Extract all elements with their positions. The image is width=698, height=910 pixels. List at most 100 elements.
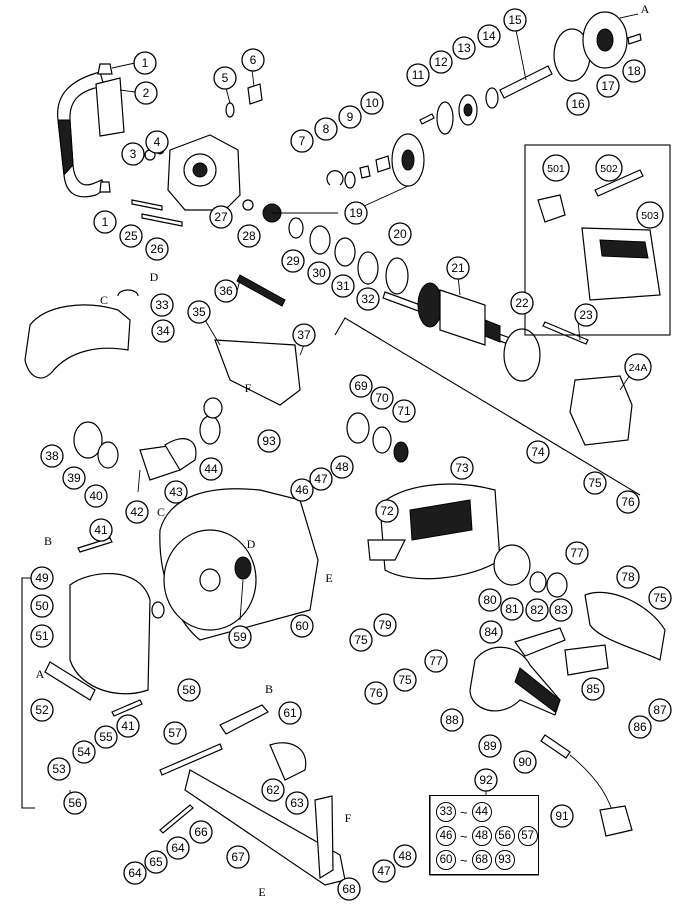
callout-circle	[648, 586, 672, 610]
callout-5: 5	[213, 66, 237, 90]
dust-duct-34	[24, 304, 131, 379]
callout-circle	[373, 613, 397, 637]
callout-circle	[337, 877, 361, 901]
callout-19: 19	[344, 201, 368, 225]
callout-77a: 77	[565, 541, 589, 565]
callout-number: 63	[290, 796, 304, 810]
callout-circle	[349, 374, 373, 398]
pin-66	[159, 804, 194, 834]
lead-37	[299, 344, 305, 356]
callout-number: 81	[505, 602, 519, 616]
reference-letter-f: F	[245, 381, 252, 395]
callout-48b: 48	[393, 844, 417, 868]
callout-circle	[393, 668, 417, 692]
callout-circle	[145, 237, 169, 261]
gear-69	[346, 412, 370, 444]
brush-cap-72	[367, 539, 406, 561]
callout-90: 90	[513, 750, 537, 774]
callout-number: 39	[67, 471, 81, 485]
lead-19	[272, 185, 409, 214]
frame-right-71-76	[334, 317, 641, 496]
callout-64b: 64	[166, 836, 190, 860]
callout-4: 4	[145, 130, 169, 154]
callout-81: 81	[500, 597, 524, 621]
callout-number: 40	[89, 489, 103, 503]
callout-51: 51	[30, 624, 54, 648]
callout-75d: 75	[393, 668, 417, 692]
callout-number: 24A	[629, 362, 648, 374]
callout-44: 44	[199, 457, 223, 481]
lead-23	[577, 321, 581, 341]
callout-8: 8	[314, 117, 338, 141]
callout-number: 54	[77, 745, 91, 759]
washer-14	[485, 87, 499, 109]
callout-circle	[648, 698, 672, 722]
callout-number: 34	[156, 324, 170, 338]
legend-to: 44	[471, 802, 492, 822]
lead-A	[619, 13, 639, 19]
callout-circle	[84, 484, 108, 508]
callout-circle	[30, 594, 54, 618]
callout-circle	[338, 105, 362, 129]
callout-number: 85	[586, 682, 600, 696]
callout-76a: 76	[616, 490, 640, 514]
legend-row-2: 46 ~ 48 56 57	[436, 826, 538, 846]
plate-20	[385, 257, 409, 295]
part-92-set-legend: 33 ~ 44 46 ~ 48 56 57 60 ~ 68 93	[429, 795, 539, 875]
lower-guard	[69, 572, 151, 695]
callout-circle	[47, 757, 71, 781]
callout-42: 42	[125, 500, 149, 524]
callout-number: 27	[214, 210, 228, 224]
handle-grip	[57, 119, 74, 177]
bolt-1-top	[97, 63, 113, 75]
callout-7: 7	[290, 129, 314, 153]
callout-number: 87	[653, 703, 667, 717]
callout-circle	[440, 708, 464, 732]
callout-87: 87	[648, 698, 672, 722]
callout-circle	[151, 319, 175, 343]
lead-1a	[111, 62, 136, 69]
handle-bracket	[95, 77, 125, 137]
legend-from: 46	[436, 826, 456, 846]
stator-24A	[569, 375, 633, 446]
callout-circle	[187, 300, 211, 324]
callout-number: 20	[393, 227, 407, 241]
callout-52: 52	[30, 698, 54, 722]
callout-number: 18	[627, 64, 641, 78]
callout-31: 31	[331, 274, 355, 298]
callout-circle	[549, 598, 573, 622]
callout-number: 48	[398, 849, 412, 863]
ring-44	[199, 415, 221, 445]
gear-71	[393, 441, 409, 463]
flange-59	[234, 556, 252, 580]
reference-letter-b: B	[44, 534, 52, 548]
callout-55: 55	[94, 725, 118, 749]
callout-80: 80	[478, 588, 502, 612]
part-drawings	[24, 11, 666, 886]
callout-circle	[292, 323, 316, 347]
legend-row-1: 33 ~ 44	[436, 802, 492, 822]
callout-47a: 47	[309, 467, 333, 491]
callout-circle	[526, 440, 550, 464]
callout-circle	[209, 205, 233, 229]
callout-number: 30	[312, 266, 326, 280]
callout-number: 28	[242, 229, 256, 243]
callout-1a: 1	[133, 51, 157, 75]
reference-letter-f: F	[345, 811, 352, 825]
callout-15: 15	[503, 8, 527, 32]
lead-35	[204, 319, 221, 346]
dust-nozzle-501	[537, 194, 566, 223]
armature-fan	[417, 282, 443, 328]
callout-70: 70	[370, 386, 394, 410]
switch-85	[564, 644, 609, 676]
plug-91	[599, 805, 633, 837]
callout-number: 57	[168, 726, 182, 740]
callout-41b: 41	[116, 714, 140, 738]
callout-number: 7	[299, 134, 306, 148]
callout-circle	[344, 201, 368, 225]
cover-22	[503, 328, 541, 382]
callout-circle	[123, 861, 147, 885]
callout-circle	[214, 279, 238, 303]
callout-25: 25	[119, 224, 143, 248]
callout-number: 60	[295, 619, 309, 633]
